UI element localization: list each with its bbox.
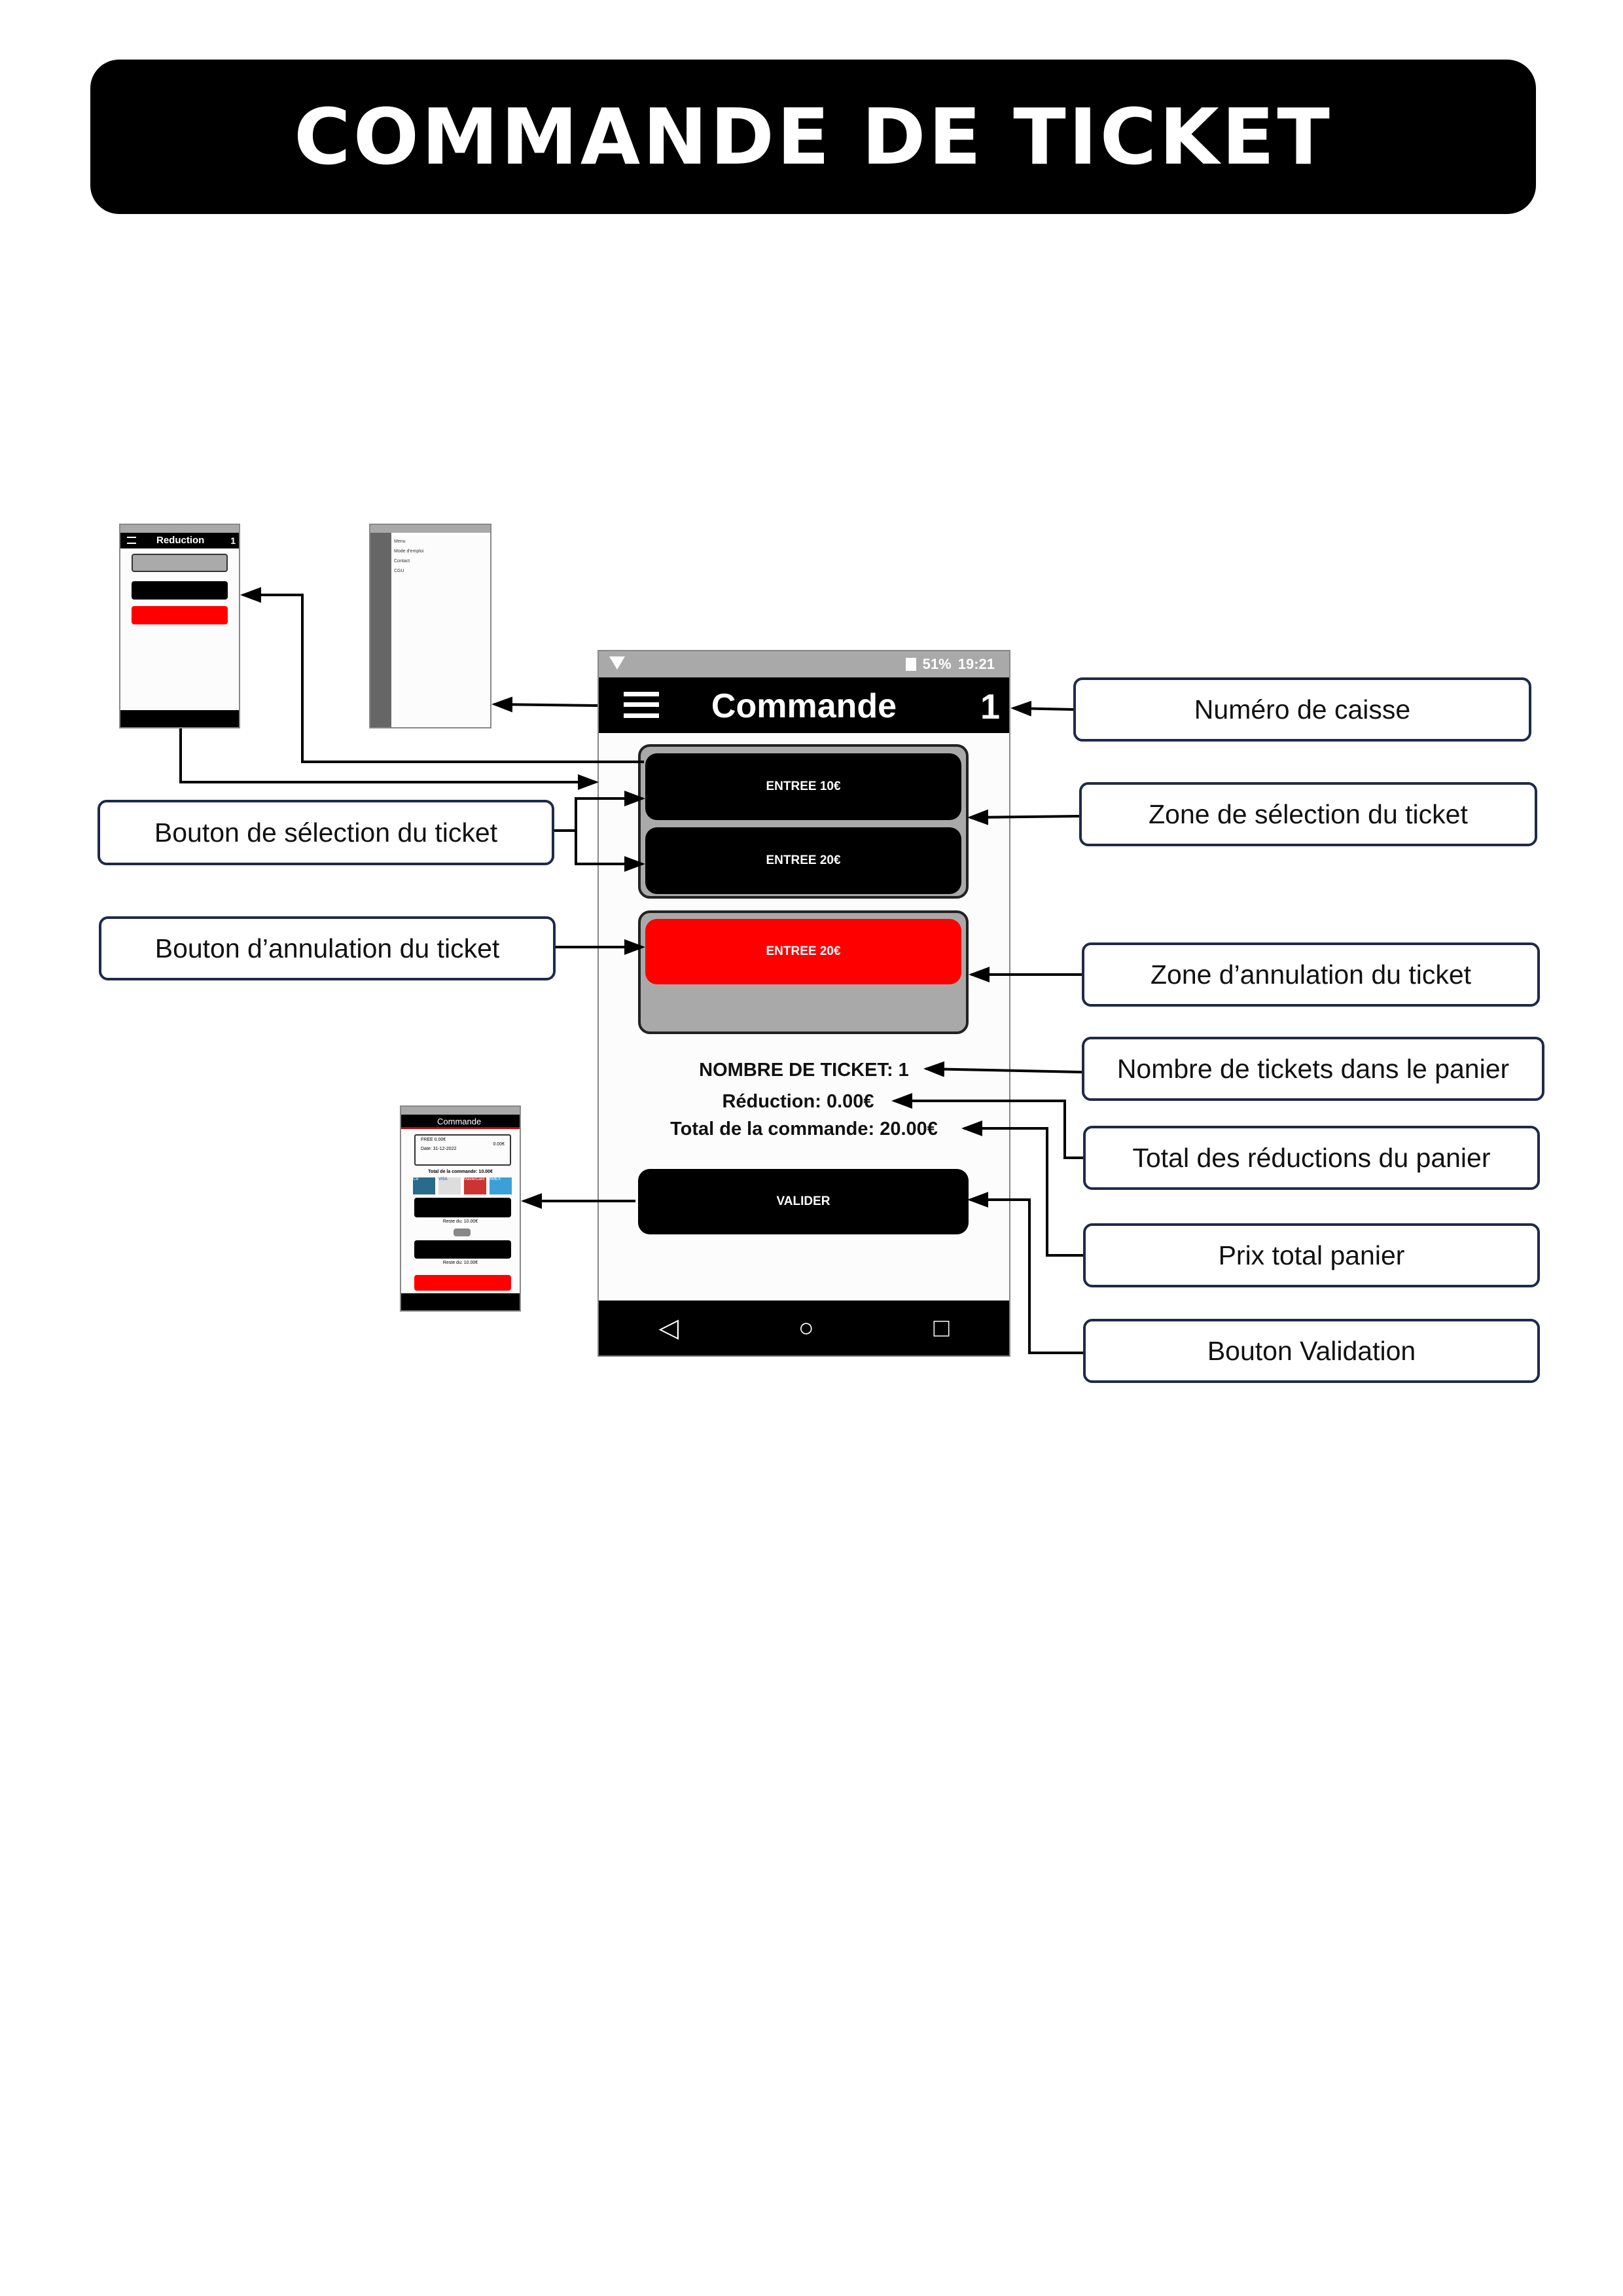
ticket-button-entree-10[interactable]: ENTREE 10€ (645, 753, 961, 820)
status-bar (370, 525, 490, 533)
label-cancel-button: Bouton d’annulation du ticket (99, 916, 556, 980)
apply-reduction-button[interactable] (132, 581, 228, 600)
home-icon[interactable]: ○ (798, 1313, 814, 1342)
card-logos: CB VISA MasterCard AMEX (413, 1177, 512, 1194)
mastercard-icon[interactable]: MasterCard (464, 1177, 486, 1194)
visa-card-icon[interactable]: VISA (438, 1177, 461, 1194)
ticket-summary: FREE 0.00€ 0.00€ Date: 31-12-2022 (414, 1134, 511, 1166)
arrow (240, 587, 644, 763)
label-ticket-count: Nombre de tickets dans le panier (1082, 1037, 1544, 1101)
reduction-total: Réduction: 0.00€ (722, 1091, 874, 1112)
reduction-input[interactable] (132, 554, 228, 572)
status-bar: 51% 19:21 (599, 651, 1009, 677)
status-bar (401, 1107, 520, 1115)
ticket-line: FREE 0.00€ (421, 1138, 446, 1142)
label-register-number: Numéro de caisse (1073, 677, 1531, 742)
menu-heading: Menu (394, 539, 406, 544)
menu-screen-thumbnail: Menu Mode d'emploi Contact CGU (369, 524, 491, 728)
status-bar (120, 525, 239, 533)
menu-item-cgu[interactable]: CGU (394, 569, 404, 573)
hamburger-icon[interactable] (624, 692, 659, 718)
recent-apps-icon[interactable]: □ (933, 1313, 950, 1342)
app-header: Commande 1 (599, 677, 1009, 733)
arrow (1010, 700, 1074, 717)
android-nav-bar: ◁ ○ □ (599, 1300, 1009, 1355)
label-reductions-total: Total des réductions du panier (1083, 1126, 1540, 1190)
reduction-screen-thumbnail: Reduction 1 (119, 524, 240, 728)
payment-screen-thumbnail: Commande FREE 0.00€ 0.00€ Date: 31-12-20… (400, 1105, 521, 1312)
register-number: 1 (230, 535, 236, 546)
cb-card-icon[interactable]: CB (413, 1177, 435, 1194)
card-pay-button[interactable] (414, 1198, 511, 1217)
clock: 19:21 (957, 656, 995, 672)
arrow (554, 791, 645, 832)
ticket-button-entree-20[interactable]: ENTREE 20€ (645, 827, 961, 894)
hamburger-icon (127, 537, 136, 544)
ticket-price: 0.00€ (493, 1142, 505, 1147)
header-title: Commande (711, 687, 897, 725)
order-total: Total de la commande: 20.00€ (670, 1119, 938, 1139)
reduction-title: Reduction (156, 535, 205, 546)
menu-item-contact[interactable]: Contact (394, 559, 410, 564)
amex-card-icon[interactable]: AMEX (490, 1177, 512, 1194)
menu-overlay (370, 533, 391, 727)
payment-total: Total de la commande: 10.00€ (428, 1170, 493, 1174)
main-phone-screen: 51% 19:21 Commande 1 ENTREE 10€ ENTREE 2… (597, 650, 1010, 1357)
payment-header: Commande (401, 1115, 520, 1129)
page-title: COMMANDE DE TICKET (90, 60, 1536, 214)
android-nav-bar (401, 1293, 520, 1310)
label-selection-zone: Zone de sélection du ticket (1079, 782, 1537, 846)
ticket-count: NOMBRE DE TICKET: 1 (699, 1060, 909, 1081)
arrow (923, 1061, 1082, 1077)
remaining-due: Reste du: 10.00€ (442, 1219, 478, 1224)
cancel-reduction-button[interactable] (132, 606, 228, 624)
arrow (961, 1121, 1083, 1257)
arrow (967, 809, 1080, 825)
ticket-date: Date: 31-12-2022 (421, 1147, 457, 1151)
validate-button[interactable]: VALIDER (638, 1169, 969, 1234)
android-nav-bar (120, 710, 239, 727)
battery-level: 51% (922, 656, 952, 672)
cancel-payment-button[interactable] (414, 1275, 511, 1291)
register-number: 1 (980, 687, 1000, 726)
cash-pay-button[interactable] (414, 1240, 511, 1259)
arrow (891, 1093, 1083, 1159)
menu-item-guide[interactable]: Mode d'emploi (394, 549, 424, 554)
label-validate-button: Bouton Validation (1083, 1319, 1540, 1383)
reduction-header: Reduction 1 (120, 533, 239, 548)
cash-icon (454, 1229, 471, 1236)
payment-title: Commande (437, 1117, 482, 1126)
back-icon[interactable]: ◁ (658, 1314, 679, 1342)
label-selection-button: Bouton de sélection du ticket (98, 800, 554, 865)
label-cancel-zone: Zone d’annulation du ticket (1082, 942, 1540, 1007)
battery-icon (905, 658, 916, 671)
arrow (179, 728, 599, 790)
wifi-icon (609, 656, 625, 670)
cancel-ticket-button-entree-20[interactable]: ENTREE 20€ (645, 919, 961, 984)
remaining-due: Reste du: 10.00€ (442, 1261, 478, 1265)
label-cart-total: Prix total panier (1083, 1223, 1540, 1287)
arrow (967, 1192, 1083, 1354)
arrow (575, 831, 645, 872)
arrow (491, 696, 598, 713)
